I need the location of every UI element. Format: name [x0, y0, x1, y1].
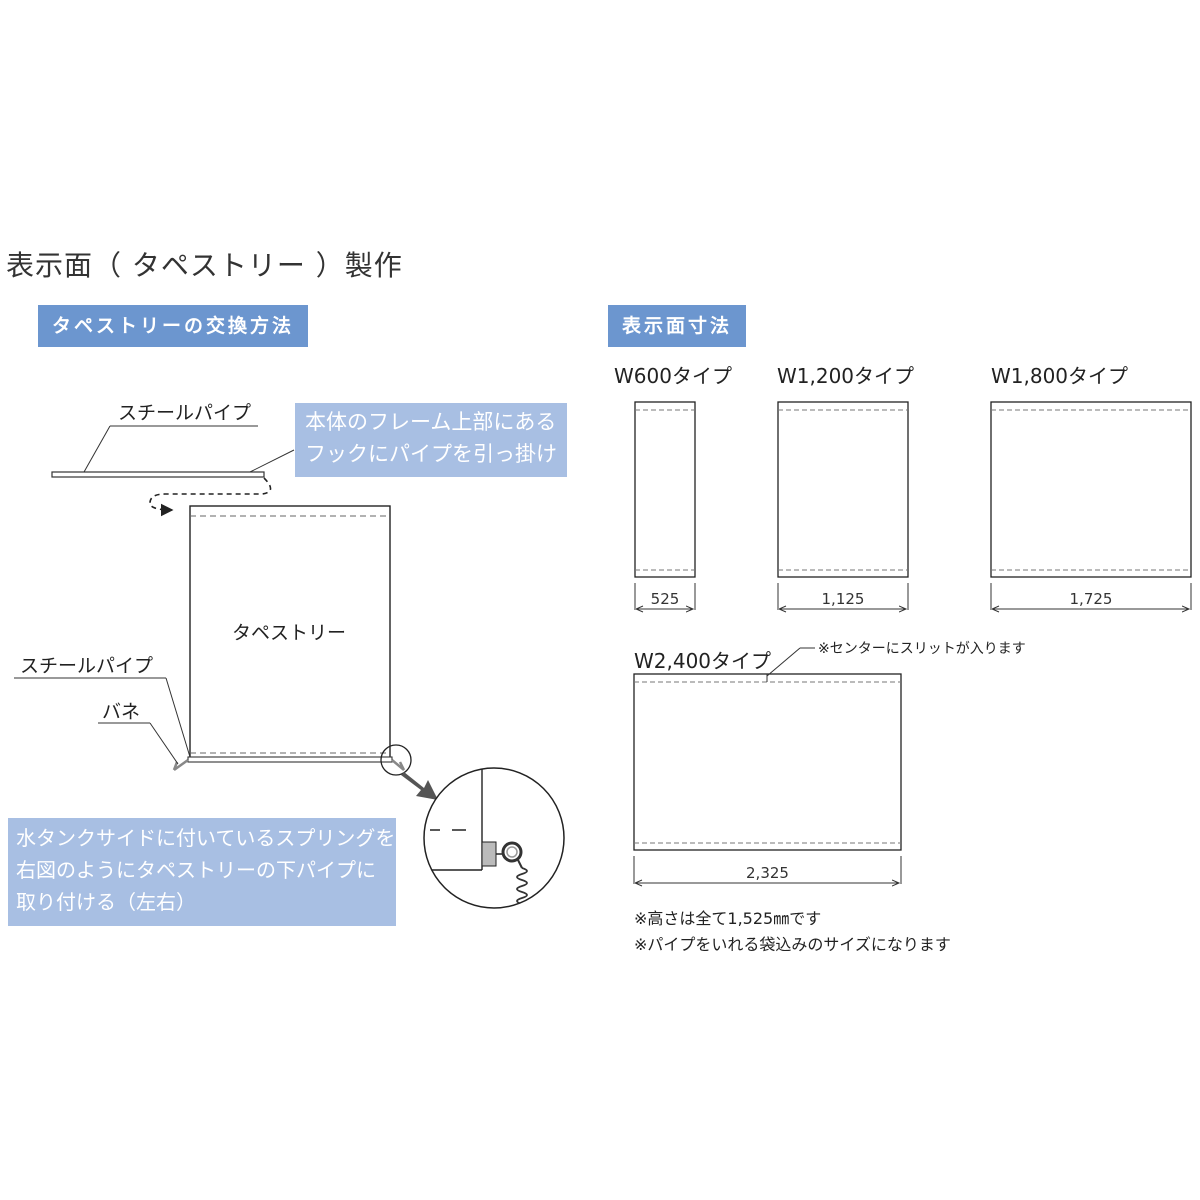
zoom-detail: [423, 767, 565, 909]
type-w600-label: W600タイプ: [614, 364, 732, 388]
tapestry-panel: [187, 505, 393, 763]
tapestry-label: タペストリー: [232, 622, 347, 644]
panel-w1200: [777, 401, 909, 610]
spring-note-line-3: 取り付ける（左右）: [16, 890, 196, 914]
pipe-leader-top: [83, 425, 111, 473]
zoom-arrow: [401, 772, 438, 800]
width-w2400: 2,325: [746, 864, 789, 882]
panel-w2400: [633, 647, 902, 884]
panel-w600: [634, 401, 696, 610]
detail-circle: [380, 744, 412, 776]
spring-note: 水タンクサイドに付いているスプリングを 右図のようにタペストリーの下パイプに 取…: [8, 818, 396, 926]
note-leader: [249, 449, 295, 473]
type-w1800-label: W1,800タイプ: [991, 364, 1129, 388]
type-w2400-label: W2,400タイプ: [634, 649, 772, 673]
spring-note-line-2: 右図のようにタペストリーの下パイプに: [16, 858, 376, 882]
footnote-size: ※パイプをいれる袋込みのサイズになります: [634, 935, 951, 954]
spring-right: [391, 759, 406, 771]
top-steel-pipe: [51, 471, 265, 478]
slit-note: ※センターにスリットが入ります: [818, 641, 1026, 657]
spring-left: [172, 758, 189, 772]
spring-note-line-1: 水タンクサイドに付いているスプリングを: [16, 826, 396, 850]
steel-pipe-label-top: スチールパイプ: [118, 402, 252, 424]
move-arrow: [149, 477, 272, 517]
width-w1200: 1,125: [821, 590, 865, 608]
hook-note: 本体のフレーム上部にある フックにパイプを引っ掛ける: [295, 403, 567, 498]
type-w1200-label: W1,200タイプ: [777, 364, 915, 388]
exchange-method-header: タペストリーの交換方法: [38, 305, 309, 347]
panel-w1800: [990, 401, 1192, 610]
footnote-height: ※高さは全て1,525㎜です: [634, 909, 822, 928]
display-dimensions-header: 表示面寸法: [608, 305, 747, 347]
steel-pipe-label-bottom: スチールパイプ: [20, 655, 154, 677]
page-title: 表示面（ タペストリー ）製作: [6, 249, 403, 282]
hook-note-line-1: 本体のフレーム上部にある: [305, 410, 557, 434]
width-w600: 525: [650, 590, 680, 608]
width-w1800: 1,725: [1069, 590, 1113, 608]
spring-label: バネ: [102, 701, 141, 723]
hook-note-line-2: フックにパイプを引っ掛ける: [305, 442, 557, 498]
